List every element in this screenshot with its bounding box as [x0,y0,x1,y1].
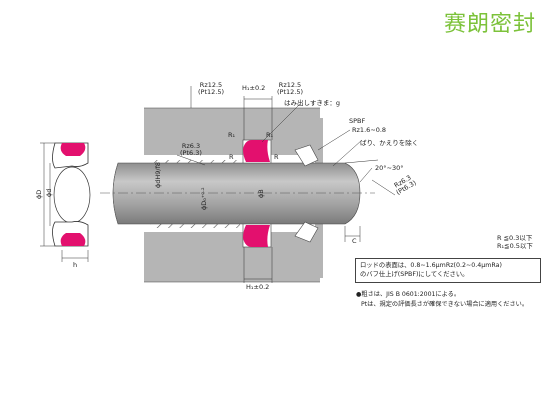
label-c: C [352,237,357,245]
label-rz-right: Rz12.5(Pt12.5) [277,81,304,97]
label-h-seal: h [73,261,78,269]
surface-finish-note: ロッドの表面は、0.8∼1.6μmRz(0.2∼0.4μmRa) のバフ仕上げ(… [355,258,541,283]
label-phi-d-h9: ϕdH9/f8 [154,161,162,188]
seal-lip-bottom [60,233,86,246]
label-r1-a: R₁ [228,131,236,139]
footnotes: ●粗さは、JIS B 0601:2001による。 Ptは、規定の評価長さが確保で… [356,290,528,309]
footnote-1: ●粗さは、JIS B 0601:2001による。 [356,291,461,298]
label-r-b: R [274,153,279,161]
label-r-note2: R₁≦0.5以下 [497,242,533,250]
label-rz-spbf: Rz1.6∼0.8 [352,126,387,134]
note-line-1: ロッドの表面は、0.8∼1.6μmRz(0.2∼0.4μmRa) [360,262,502,269]
label-hamidashi: はみ出しすきま：g [284,99,340,107]
brand-title: 赛朗密封 [443,12,536,37]
seal-in-groove-bottom [243,225,270,247]
label-angle: 20°∼30° [375,164,404,172]
label-h-top: H₁±0.2 [242,84,266,92]
seal-lip-top [60,143,86,156]
label-r-note1: R ≦0.3以下 [497,234,533,242]
label-spbf: SPBF [349,117,366,125]
label-r1-b: R₁ [266,131,274,139]
label-phi-D: ϕD [35,189,43,199]
note-line-2: のバフ仕上げ(SPBF)にしてください。 [360,271,469,279]
label-rz63-left: Rz6.3(Pt6.3) [180,142,202,158]
label-phi-b: ϕB [257,189,265,198]
label-r-a: R [229,153,234,161]
seal-in-groove-top [243,140,270,162]
seal-section-view [40,142,91,262]
label-bari: ばり、かえりを除く [360,139,419,147]
footnote-2: Ptは、規定の評価長さが確保できない場合に適用ください。 [361,300,529,308]
label-rz-left: Rz12.5(Pt12.5) [198,81,225,97]
label-phi-d-seal: ϕd [45,188,53,197]
label-phi-d2: ϕD₀⁺⁰·² [200,187,208,210]
label-h-bottom: H₁±0.2 [246,283,270,291]
rod [112,162,361,225]
